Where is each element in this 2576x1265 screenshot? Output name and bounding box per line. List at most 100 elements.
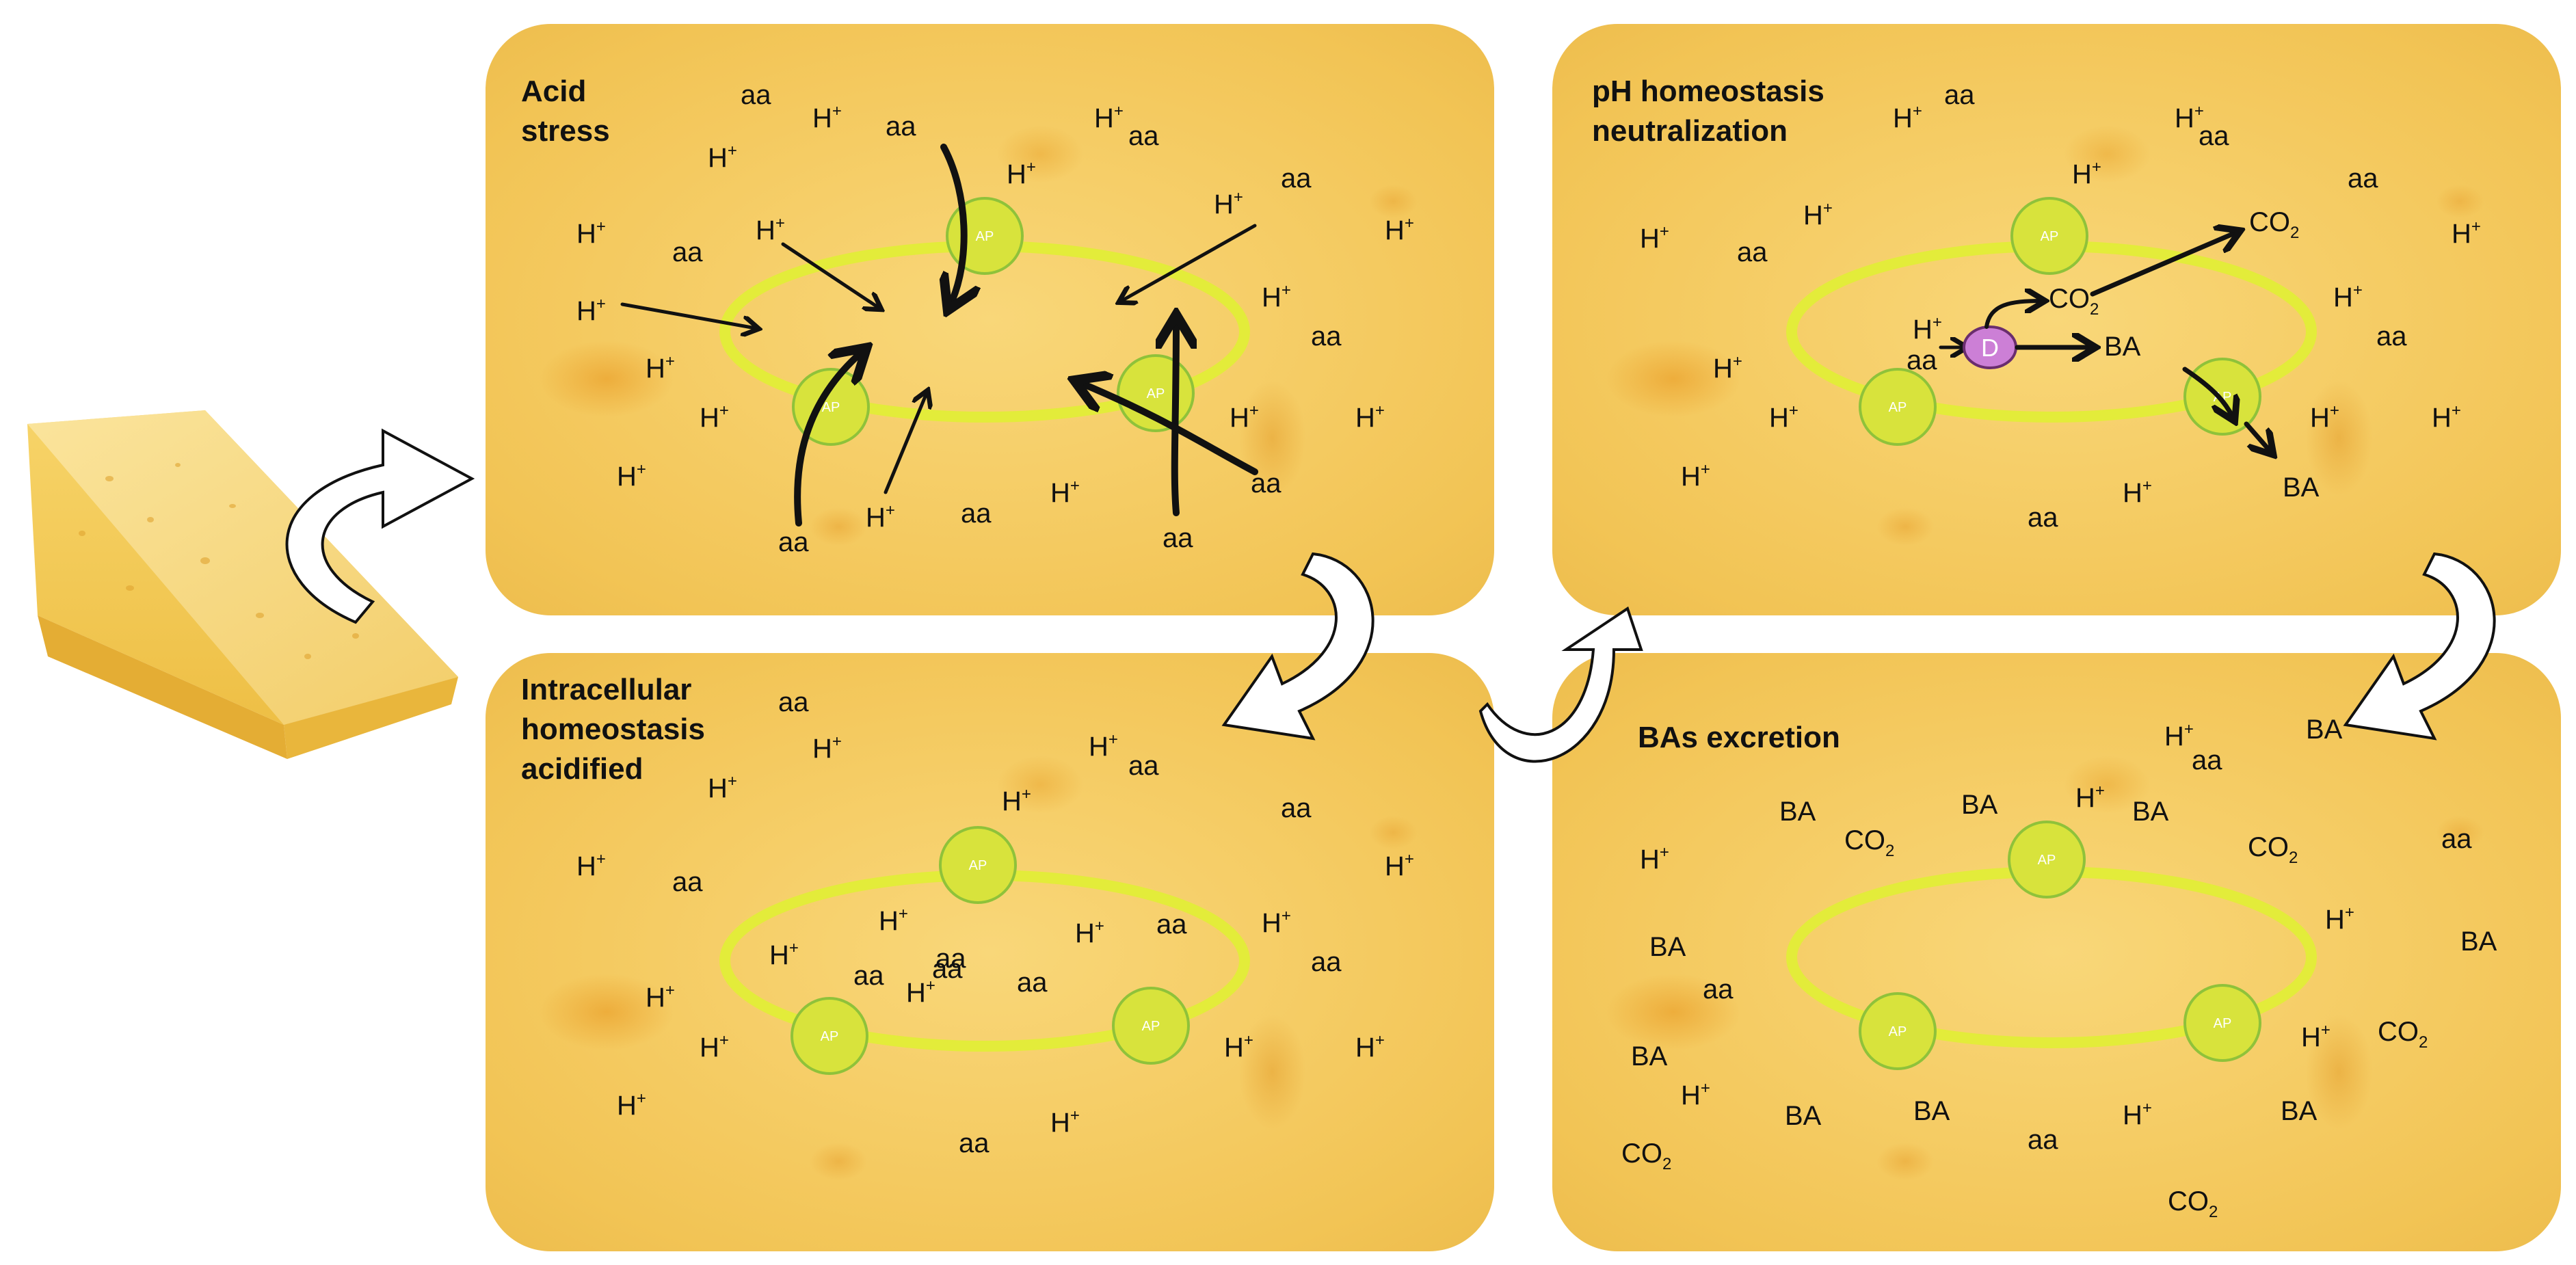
h-label: H+ [2164,720,2194,751]
amino-acid-transporter: AP [2183,984,2261,1062]
ba-label: BA [2460,927,2497,957]
h-label: H+ [708,142,737,173]
h-label: H+ [1050,477,1080,508]
ba-label: BA [2306,715,2343,745]
h-label: H+ [708,772,737,803]
ba-label: BA [1649,932,1686,962]
aa-label: aa [1311,947,1342,977]
process-arrow-2 [1221,552,1375,741]
ba-label: BA [1631,1041,1668,1071]
h-label: H+ [1385,850,1414,881]
aa-label: aa [1737,237,1768,267]
h-label: H+ [1262,907,1291,938]
co2-label: CO2 [1844,825,1894,860]
ba-label: BA [1779,797,1816,827]
flux-arrow [1984,301,2041,329]
ba-label: BA [2281,1096,2318,1126]
h-label: H+ [1355,401,1385,433]
cheese-wedge-image [27,410,458,759]
svg-text:AP: AP [976,229,994,244]
panel-intracellular-acidified: Intracellular homeostasis acidified [486,653,1494,1251]
svg-text:D: D [1981,334,1999,362]
ba-label: BA [1913,1096,1950,1126]
aa-label: aa [1281,163,1312,194]
svg-text:AP: AP [969,858,987,873]
internal-amino-acid-label: aa [1907,345,1937,375]
svg-text:AP: AP [822,400,840,415]
flux-arrow [2090,232,2236,297]
panel-bas-excretion: BAs excretion [1552,653,2561,1251]
co2-label: CO2 [2378,1017,2428,1052]
amino-acid-transporter: AP [1112,987,1190,1065]
biogenic-amine-label: BA [2283,472,2320,503]
h-label: H+ [2123,477,2152,508]
co2-label: CO2 [2168,1186,2218,1221]
amino-acid-transporter: AP [2010,197,2088,275]
aa-label: aa [853,961,884,991]
h-label: H+ [1640,222,1669,254]
aa-label: aa [2348,163,2378,194]
svg-text:AP: AP [1142,1019,1160,1034]
aa-label: aa [672,237,703,267]
svg-text:AP: AP [1147,386,1165,401]
ba-label: BA [1961,790,1998,820]
h-label: H+ [879,905,908,936]
co2-label: CO2 [2249,207,2299,242]
aa-label: aa [1281,793,1312,823]
h-label: H+ [2333,281,2363,312]
panel-acid-stress: Acid stress [486,24,1494,615]
internal-proton-label: H+ [1913,313,1942,345]
h-label: H+ [1224,1031,1253,1063]
aa-label: aa [778,527,809,557]
h-label: H+ [1002,785,1031,816]
h-label: H+ [700,401,729,433]
h-label: H+ [756,214,785,245]
h-label: H+ [576,217,606,249]
flux-arrow [620,302,756,328]
amino-acid-transporter: AP [939,826,1017,904]
h-label: H+ [700,1031,729,1063]
aa-label: aa [778,687,809,717]
decarboxylase-enzyme: D [1963,325,2017,369]
panel-title-ph-homeostasis: pH homeostasis neutralization [1592,75,1824,148]
h-label: H+ [617,460,646,492]
ba-label: BA [1785,1101,1822,1131]
h-label: H+ [646,981,675,1013]
h-label: H+ [1640,843,1669,875]
svg-text:AP: AP [821,1029,839,1044]
panel-title-acid-stress: Acid stress [521,75,610,148]
flux-arrow [1121,224,1257,301]
aa-label: aa [741,80,771,110]
aa-label: aa [932,954,963,984]
amino-acid-transporter: AP [2183,358,2261,436]
h-label: H+ [2123,1099,2152,1130]
influx-arrow-curved [794,352,862,527]
h-label: H+ [1007,158,1036,189]
aa-label: aa [2028,503,2058,533]
amino-acid-transporter: AP [946,197,1024,275]
h-label: H+ [2325,903,2354,935]
aa-label: aa [1128,121,1159,151]
h-label: H+ [1094,102,1124,133]
flux-arrow [781,242,879,308]
amino-acid-transporter: AP [791,997,868,1075]
svg-text:AP: AP [2038,853,2056,868]
h-label: H+ [1713,352,1742,384]
aa-label: aa [1163,523,1193,553]
h-label: H+ [812,102,842,133]
h-label: H+ [1075,917,1104,948]
aa-label: aa [2199,121,2229,151]
amino-acid-transporter: AP [1859,368,1937,446]
aa-label: aa [1311,321,1342,351]
aa-label: aa [1944,80,1975,110]
h-label: H+ [906,976,935,1008]
h-label: H+ [1681,460,1710,492]
h-label: H+ [1050,1106,1080,1138]
h-label: H+ [769,939,799,970]
flux-arrow [884,393,927,494]
aa-label: aa [1128,751,1159,781]
h-label: H+ [576,295,606,326]
aa-label: aa [2192,745,2222,775]
h-label: H+ [1893,102,1922,133]
